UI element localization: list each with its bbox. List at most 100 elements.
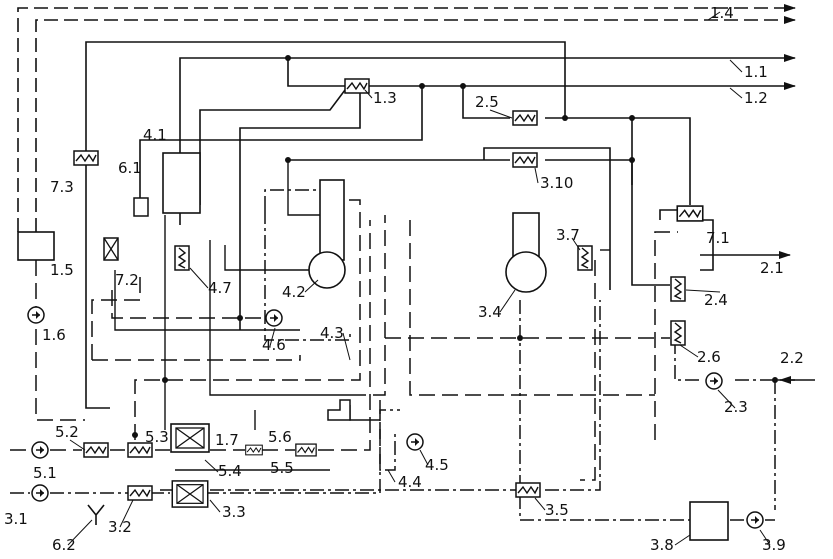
label-3-2: 3.2 bbox=[108, 518, 132, 536]
label-3-7: 3.7 bbox=[556, 226, 580, 244]
reactor-1-7-icon bbox=[170, 422, 210, 454]
label-4-7: 4.7 bbox=[208, 279, 232, 297]
label-3-4: 3.4 bbox=[478, 303, 502, 321]
drum-3-4 bbox=[505, 251, 547, 293]
flow-line-v7 bbox=[349, 405, 380, 421]
pump-3-1-icon bbox=[31, 484, 49, 502]
flow-line-5-loop bbox=[134, 199, 361, 440]
flow-line-central bbox=[139, 86, 423, 200]
label-7-3: 7.3 bbox=[50, 178, 74, 196]
label-3-5: 3.5 bbox=[545, 501, 569, 519]
label-5-2: 5.2 bbox=[55, 423, 79, 441]
heat-exchanger-7-1-icon bbox=[676, 205, 704, 222]
heat-exchanger-2-4b-icon bbox=[670, 320, 686, 346]
label-4-5: 4.5 bbox=[425, 456, 449, 474]
heat-exchanger-3-2-icon bbox=[127, 485, 153, 501]
pump-2-3-icon bbox=[705, 372, 723, 390]
flow-line-3-5 bbox=[160, 300, 601, 491]
label-7-2: 7.2 bbox=[115, 271, 139, 289]
unit-1-5-box bbox=[17, 231, 55, 261]
line-group-1-4 bbox=[17, 4, 796, 232]
flow-line-right-loop bbox=[409, 220, 655, 396]
unit-3-8-box bbox=[689, 501, 729, 541]
label-4-3: 4.3 bbox=[320, 324, 344, 342]
pump-3-9-icon bbox=[746, 511, 764, 529]
label-6-1: 6.1 bbox=[118, 159, 142, 177]
pump-4-6-icon bbox=[265, 309, 283, 327]
label-5-3: 5.3 bbox=[145, 428, 169, 446]
reactor-3-3-icon bbox=[171, 480, 209, 508]
heat-exchanger-5-6-icon bbox=[295, 443, 317, 457]
label-1-6: 1.6 bbox=[42, 326, 66, 344]
flow-line-v8 bbox=[175, 410, 330, 471]
flow-line-7-3 bbox=[85, 150, 110, 409]
pump-5-1-icon bbox=[31, 441, 49, 459]
flow-line-4-6 bbox=[111, 290, 265, 319]
flow-line-right-up bbox=[654, 231, 678, 440]
label-1-3: 1.3 bbox=[373, 89, 397, 107]
flow-line-top-loop bbox=[85, 41, 566, 150]
label-4-6: 4.6 bbox=[262, 336, 286, 354]
label-6-2: 6.2 bbox=[52, 536, 76, 554]
flow-line-1-2 bbox=[287, 58, 796, 90]
leader-lines bbox=[67, 11, 771, 546]
flow-line-1-3-down bbox=[239, 86, 361, 330]
pump-1-6-icon bbox=[27, 306, 45, 324]
label-2-4: 2.4 bbox=[704, 291, 728, 309]
flow-line-lower-3-1 bbox=[10, 409, 400, 494]
heat-exchanger-3-5-icon bbox=[515, 482, 541, 498]
flow-line-3-8 bbox=[519, 495, 690, 521]
label-5-1: 5.1 bbox=[33, 464, 57, 482]
label-4-4: 4.4 bbox=[398, 473, 422, 491]
flow-line-2-5 bbox=[462, 86, 691, 205]
valve-6-2-icon bbox=[87, 504, 105, 525]
flow-line-v4 bbox=[287, 160, 320, 216]
heat-exchanger-4-7-icon bbox=[174, 245, 190, 271]
line-group-vertical bbox=[114, 160, 610, 471]
label-5-4: 5.4 bbox=[218, 462, 242, 480]
heat-exchanger-5-2-icon bbox=[83, 442, 109, 458]
labels: 1.4 1.1 1.2 1.3 2.5 3.10 4.1 6.1 7.3 7.2… bbox=[4, 4, 804, 554]
flow-line-lower-left bbox=[92, 355, 301, 361]
label-4-1: 4.1 bbox=[143, 126, 167, 144]
label-1-1: 1.1 bbox=[744, 63, 768, 81]
junction-dots bbox=[132, 55, 778, 438]
heat-exchanger-3-10-icon bbox=[512, 152, 538, 168]
flow-line-v2 bbox=[209, 240, 350, 396]
column-4-2 bbox=[319, 179, 345, 261]
label-5-5: 5.5 bbox=[270, 459, 294, 477]
pump-4-5-icon bbox=[406, 433, 424, 451]
label-3-3: 3.3 bbox=[222, 503, 246, 521]
flow-line-5-row bbox=[10, 220, 371, 451]
label-1-2: 1.2 bbox=[744, 89, 768, 107]
flow-line-v3 bbox=[114, 270, 300, 331]
label-1-4: 1.4 bbox=[710, 4, 734, 22]
label-3-1: 3.1 bbox=[4, 510, 28, 528]
flow-line-4-3 bbox=[350, 215, 386, 396]
label-2-5: 2.5 bbox=[475, 93, 499, 111]
flow-line-4-2-loop bbox=[264, 189, 351, 341]
label-3-8: 3.8 bbox=[650, 536, 674, 554]
flow-line-2-3 bbox=[674, 340, 795, 381]
flow-line-3-7-down bbox=[580, 260, 596, 481]
label-3-10: 3.10 bbox=[540, 174, 573, 192]
unit-4-3 bbox=[327, 399, 351, 421]
flow-line-v5 bbox=[224, 245, 330, 271]
label-2-2: 2.2 bbox=[780, 349, 804, 367]
line-group-dashdot bbox=[10, 189, 795, 521]
flow-line-4-4 bbox=[379, 400, 396, 471]
label-3-9: 3.9 bbox=[762, 536, 786, 554]
flow-line-1-4-inner bbox=[35, 16, 796, 232]
flow-line-3-10-loop bbox=[483, 147, 611, 290]
flow-line-1-4-outer bbox=[17, 4, 796, 232]
label-2-6: 2.6 bbox=[697, 348, 721, 366]
tank-4-1 bbox=[162, 152, 201, 214]
heat-exchanger-2-5-icon bbox=[512, 110, 538, 126]
drum-4-2 bbox=[308, 251, 346, 289]
heat-exchanger-5-5-icon bbox=[245, 444, 263, 456]
label-5-6: 5.6 bbox=[268, 428, 292, 446]
label-7-1: 7.1 bbox=[706, 229, 730, 247]
flow-line-2-4-loop bbox=[631, 118, 670, 286]
flow-line-7-2 bbox=[91, 270, 141, 360]
